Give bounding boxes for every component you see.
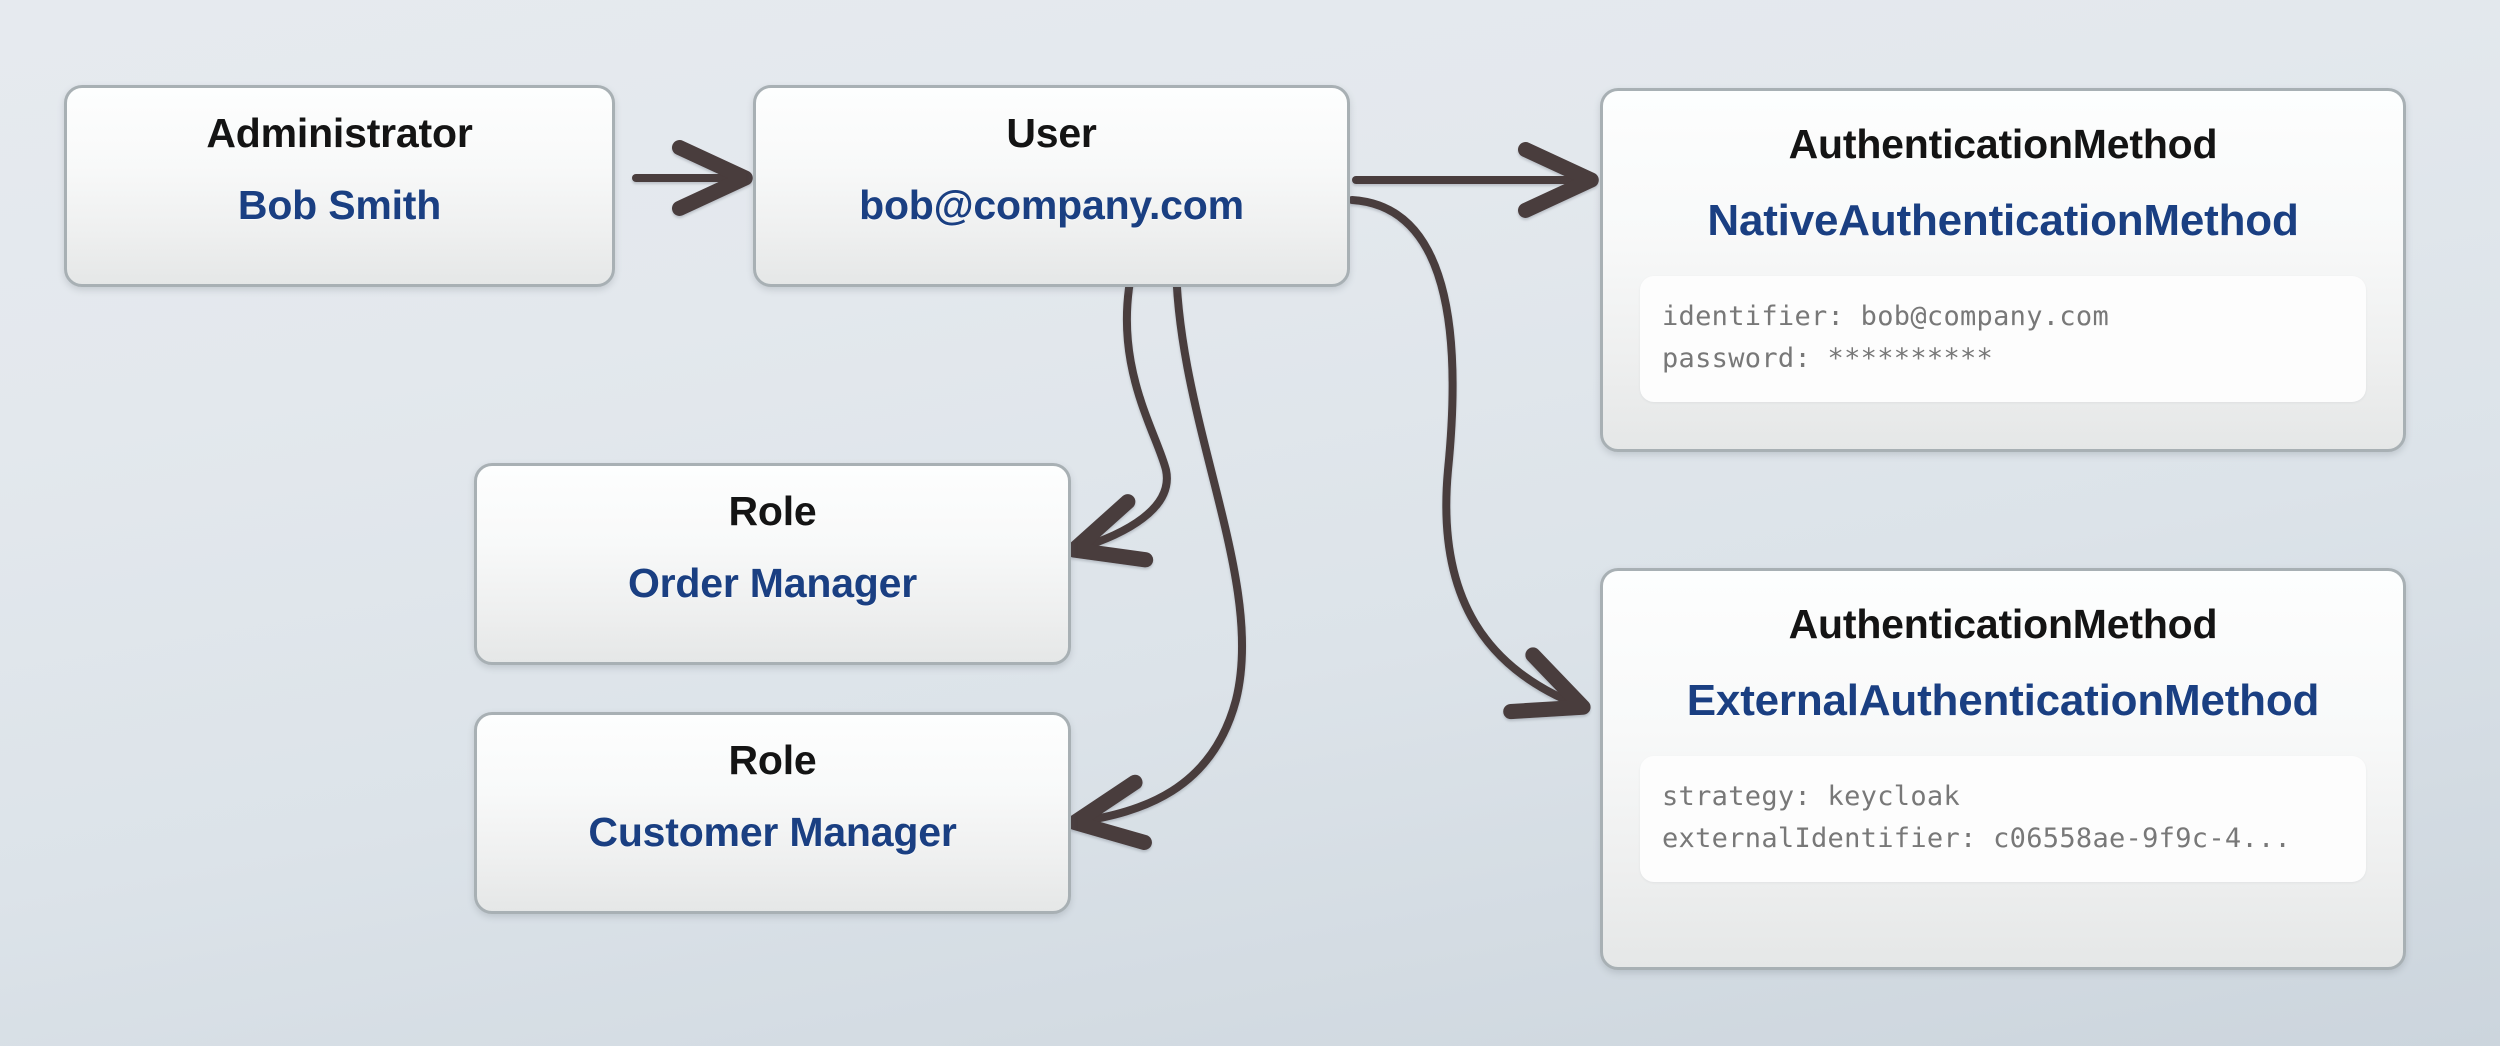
node-role-order-manager[interactable]: Role Order Manager (474, 463, 1071, 665)
node-role-customer-manager-value: Customer Manager (588, 809, 957, 855)
detail-line-external-identifier: externalIdentifier: c06558ae-9f9c-4... (1662, 822, 2292, 854)
edge-user-to-auth-external (1348, 196, 1591, 720)
node-auth-external-value: ExternalAuthenticationMethod (1686, 676, 2320, 725)
detail-line-identifier: identifier: bob@company.com (1662, 301, 2109, 332)
node-role-order-manager-title: Role (728, 488, 817, 534)
edge-user-to-role-order (1066, 254, 1171, 568)
node-auth-native-value: NativeAuthenticationMethod (1707, 196, 2299, 245)
node-role-customer-manager[interactable]: Role Customer Manager (474, 712, 1071, 914)
node-auth-native-title: AuthenticationMethod (1788, 121, 2218, 167)
node-auth-native-details: identifier: bob@company.com password: **… (1640, 276, 2366, 402)
node-role-order-manager-value: Order Manager (627, 560, 918, 606)
node-administrator-title: Administrator (206, 110, 473, 156)
detail-line-password: password: ********** (1662, 342, 1994, 374)
node-user-title: User (1006, 110, 1097, 156)
node-role-customer-manager-title: Role (728, 737, 817, 783)
node-auth-external-details: strategy: keycloak externalIdentifier: c… (1640, 756, 2366, 882)
node-auth-native[interactable]: AuthenticationMethod NativeAuthenticatio… (1600, 88, 2406, 452)
edge-user-to-role-customer (1067, 254, 1247, 850)
node-administrator[interactable]: Administrator Bob Smith (64, 85, 615, 287)
node-auth-external-title: AuthenticationMethod (1788, 601, 2218, 647)
node-user-value: bob@company.com (859, 182, 1244, 228)
detail-line-strategy: strategy: keycloak (1662, 781, 1960, 812)
node-user[interactable]: User bob@company.com (753, 85, 1350, 287)
node-auth-external[interactable]: AuthenticationMethod ExternalAuthenticat… (1600, 568, 2406, 970)
node-administrator-value: Bob Smith (237, 182, 442, 228)
